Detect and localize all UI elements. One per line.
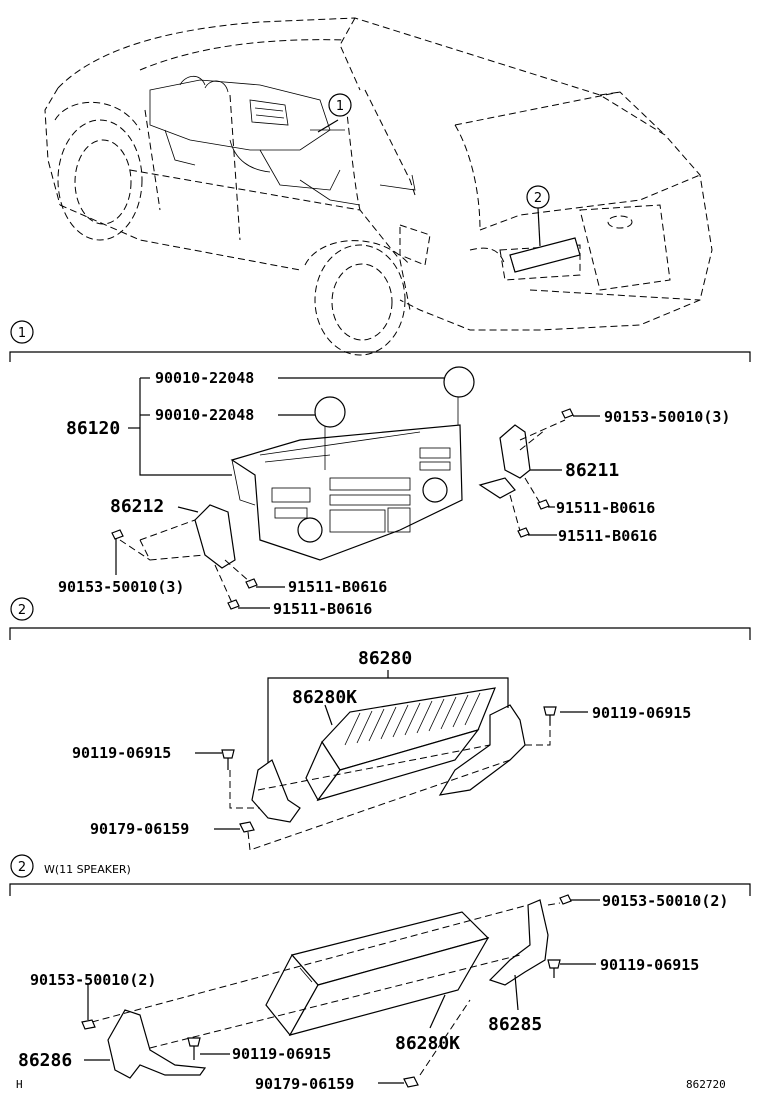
footer-diagram-number: 862720: [686, 1078, 726, 1091]
section-3-header: 2 W(11 SPEAKER): [9, 854, 751, 896]
callout-1-marker: 1: [328, 93, 352, 117]
section-1-number: 1: [18, 326, 26, 341]
section-3-drawing: [81, 894, 600, 1088]
callout-2-marker: 2: [526, 185, 550, 209]
label-91511-b0616-right-2: 91511-B0616: [558, 527, 657, 545]
section-1-drawing: [111, 366, 600, 610]
vehicle-illustration: [44, 17, 713, 356]
label-90153-50010-left: 90153-50010(3): [58, 578, 184, 596]
label-86280: 86280: [358, 648, 412, 669]
section-2-number: 2: [18, 603, 26, 618]
label-90119-06915-right: 90119-06915: [592, 704, 691, 722]
label-90153-50010-right: 90153-50010(3): [604, 408, 730, 426]
label-90119-06915-s3-right: 90119-06915: [600, 956, 699, 974]
section-2-header: 2: [9, 597, 751, 640]
label-90119-06915-left: 90119-06915: [72, 744, 171, 762]
label-90179-06159-s3: 90179-06159: [255, 1075, 354, 1093]
label-90010-22048-bottom: 90010-22048: [155, 406, 254, 424]
label-86212: 86212: [110, 496, 164, 517]
label-86211: 86211: [565, 460, 619, 481]
label-90010-22048-top: 90010-22048: [155, 369, 254, 387]
label-91511-b0616-left-2: 91511-B0616: [273, 600, 372, 618]
label-86285: 86285: [488, 1014, 542, 1035]
callout-2-label: 2: [534, 191, 542, 206]
label-90153-50010-s3-left: 90153-50010(2): [30, 971, 156, 989]
section-1-header: 1: [9, 320, 751, 362]
label-91511-b0616-left-1: 91511-B0616: [288, 578, 387, 596]
label-86120: 86120: [66, 418, 120, 439]
label-86280k-s3: 86280K: [395, 1033, 460, 1054]
label-90153-50010-s3-right: 90153-50010(2): [602, 892, 728, 910]
label-90179-06159: 90179-06159: [90, 820, 189, 838]
callout-1-label: 1: [336, 99, 344, 114]
section-2-drawing: [195, 670, 588, 851]
footer-left-code: H: [16, 1078, 23, 1091]
label-86286: 86286: [18, 1050, 72, 1071]
label-91511-b0616-right-1: 91511-B0616: [556, 499, 655, 517]
section-3-caption: W(11 SPEAKER): [44, 863, 131, 876]
label-90119-06915-s3-left: 90119-06915: [232, 1045, 331, 1063]
label-86280k: 86280K: [292, 687, 357, 708]
section-3-number: 2: [18, 860, 26, 875]
